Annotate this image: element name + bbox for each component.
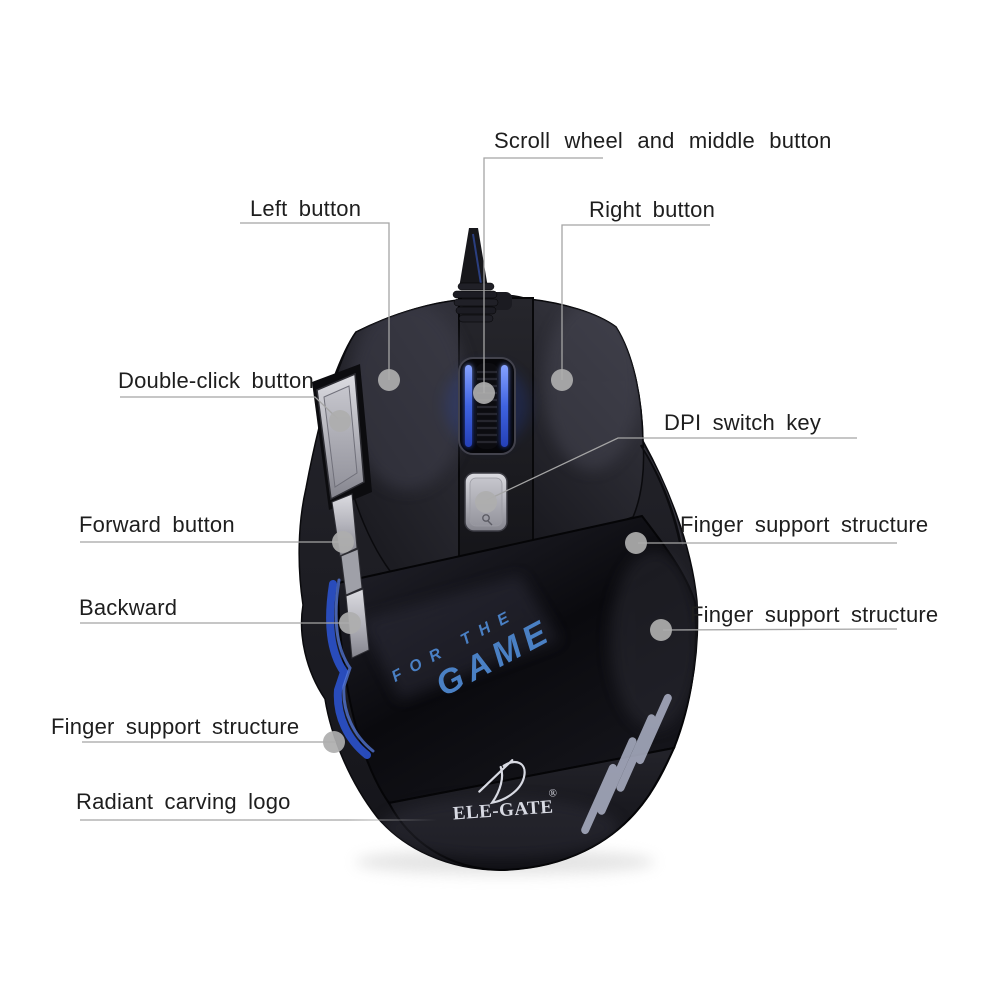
radiant-carving-slats (581, 693, 672, 835)
double-click-side-button (316, 372, 365, 501)
label-left-button: Left button (250, 196, 362, 221)
callout-finger-right-upper (625, 532, 897, 554)
label-scroll-wheel: Scroll wheel and middle button (494, 128, 832, 153)
label-forward: Forward button (79, 512, 235, 537)
callout-overlay (80, 157, 898, 821)
brand-glyph-icon (478, 759, 526, 805)
usb-cable (459, 228, 488, 288)
label-finger-right-lower: Finger support structure (690, 602, 939, 627)
callout-dpi (475, 437, 857, 513)
label-finger-left: Finger support structure (51, 714, 300, 739)
callout-right-button (551, 224, 710, 391)
callout-finger-left (82, 731, 345, 753)
label-finger-right-upper: Finger support structure (680, 512, 929, 537)
callout-backward (80, 612, 361, 634)
label-right-button: Right button (589, 197, 716, 222)
label-radiant-logo: Radiant carving logo (76, 789, 291, 814)
scroll-wheel (458, 357, 516, 455)
callout-left-button (240, 222, 400, 391)
finger-support-right (639, 444, 684, 546)
callout-finger-right-lower (650, 619, 898, 641)
cable-strain-relief (452, 282, 512, 323)
side-light-chevron (326, 578, 375, 759)
label-double-click: Double-click button (118, 368, 314, 393)
callout-forward (80, 531, 354, 553)
callout-scroll-wheel (473, 157, 603, 404)
brand-registered-mark: ® (548, 787, 557, 800)
label-dpi: DPI switch key (664, 410, 822, 435)
label-backward: Backward (79, 595, 178, 620)
callout-double-click (120, 396, 351, 432)
mouse-body: FOR THE GAME ELE-GATE ® (298, 282, 699, 872)
